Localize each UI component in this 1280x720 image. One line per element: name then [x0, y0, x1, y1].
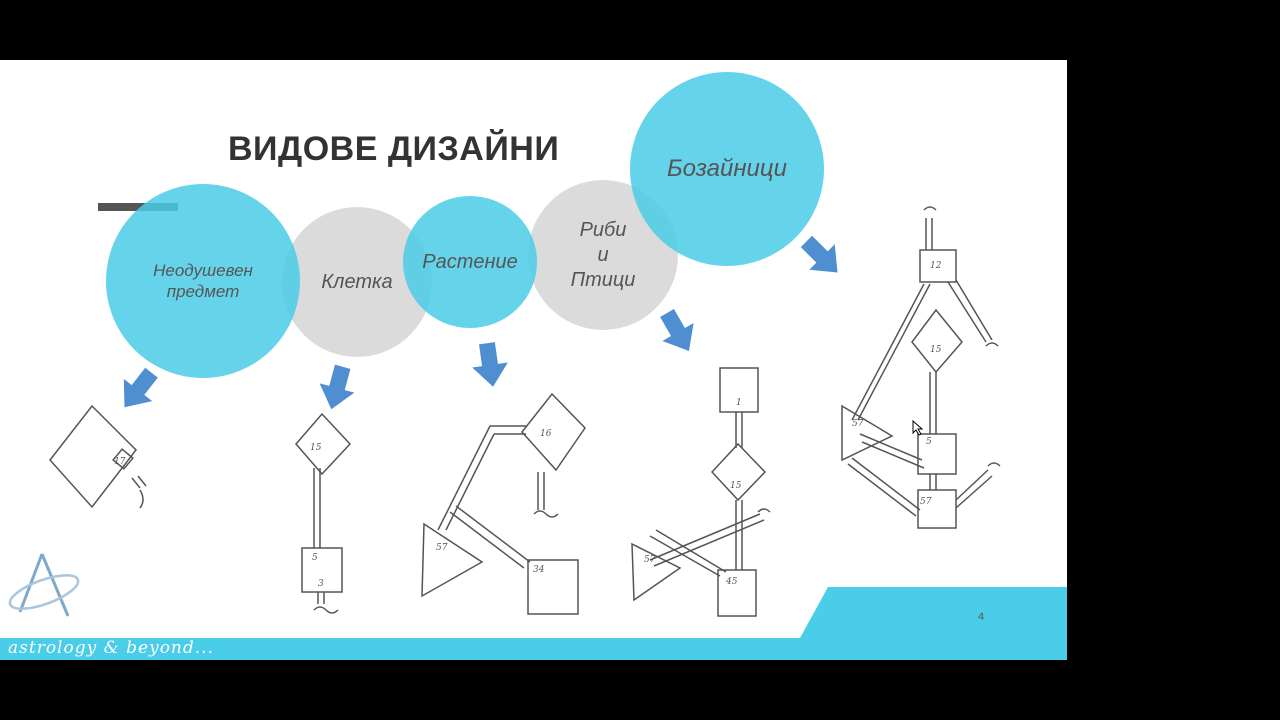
svg-text:5: 5 — [926, 437, 932, 447]
diagram-plant — [421, 392, 586, 615]
svg-text:15: 15 — [310, 443, 322, 453]
arrow-down-icon — [793, 228, 851, 286]
svg-text:17: 17 — [114, 457, 126, 467]
footer-band — [0, 587, 1067, 660]
arrow-down-icon — [651, 303, 705, 361]
page-number: 4 — [978, 611, 985, 623]
svg-text:12: 12 — [930, 261, 942, 271]
diagram-inanimate — [49, 404, 147, 509]
bubble-label: Клетка — [321, 270, 393, 293]
bubble-inanimate-object: Неодушевен предмет — [106, 184, 300, 378]
bubble-label: Риби и Птици — [570, 218, 636, 291]
svg-text:15: 15 — [930, 345, 942, 355]
diagram-cell — [295, 412, 352, 614]
brand-logo-icon — [8, 553, 80, 617]
diagram-mammals — [841, 206, 1001, 529]
svg-text:57: 57 — [852, 419, 864, 429]
svg-text:5: 5 — [312, 553, 318, 563]
mouse-cursor-icon — [912, 420, 924, 436]
svg-text:34: 34 — [533, 565, 545, 575]
arrow-down-icon — [110, 361, 166, 419]
diagram-fish-birds — [631, 367, 771, 617]
design-diagrams: 17 15 5 3 16 57 34 1 15 45 57 12 15 5 57… — [0, 206, 1067, 660]
svg-text:57: 57 — [644, 555, 656, 565]
title-accent-bar — [98, 203, 178, 211]
brand-tagline: astrology & beyond... — [8, 638, 214, 658]
bubble-label: Растение — [422, 250, 518, 273]
svg-text:15: 15 — [730, 481, 742, 491]
svg-text:16: 16 — [540, 429, 552, 439]
slide-title: ВИДОВЕ ДИЗАЙНИ — [228, 130, 560, 168]
presentation-slide: 17 15 5 3 16 57 34 1 15 45 57 12 15 5 57… — [0, 60, 1067, 660]
svg-text:1: 1 — [736, 398, 742, 408]
svg-text:57: 57 — [920, 497, 932, 507]
bubble-label: Бозайници — [667, 155, 787, 182]
arrow-down-icon — [313, 362, 361, 414]
svg-text:3: 3 — [318, 579, 324, 589]
bubble-plant: Растение — [403, 196, 537, 328]
svg-text:45: 45 — [725, 577, 738, 587]
arrow-down-icon — [469, 340, 511, 390]
svg-text:57: 57 — [436, 543, 448, 553]
bubble-label: Неодушевен предмет — [153, 260, 253, 301]
bubble-mammals: Бозайници — [630, 72, 824, 266]
